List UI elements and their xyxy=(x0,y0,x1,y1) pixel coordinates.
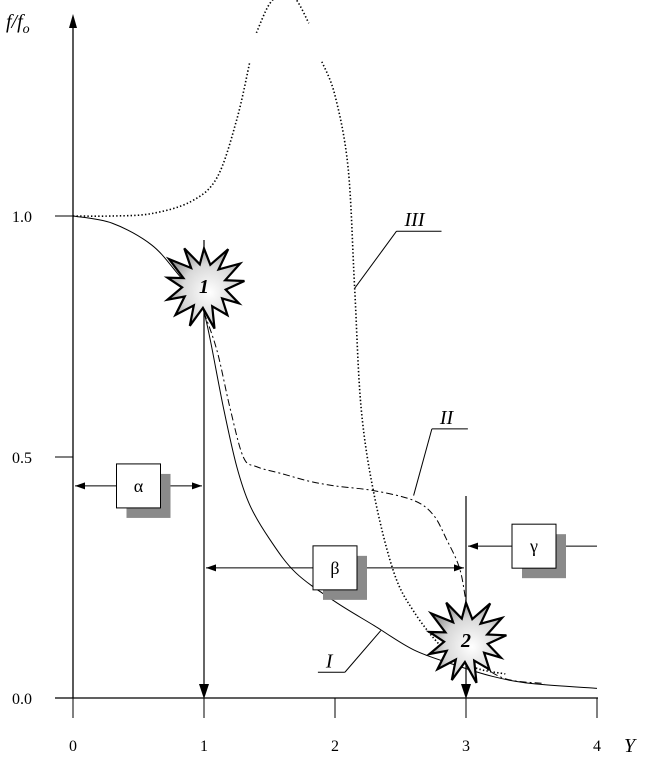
region-beta-arrow-left xyxy=(206,564,216,572)
y-axis-title: f/fo xyxy=(6,11,30,37)
region-gamma-box xyxy=(511,523,557,569)
curve-i-leader-line xyxy=(344,630,382,673)
x-tick-label-1: 1 xyxy=(200,738,208,755)
x-tick-label-0: 0 xyxy=(69,738,77,755)
curve-iii-label: III xyxy=(404,209,426,231)
curve-iii-leader-line xyxy=(354,230,397,289)
star-marker-label-2: 2 xyxy=(460,630,471,652)
curve-i-label: I xyxy=(325,650,334,672)
x-axis-title: Y xyxy=(624,735,637,757)
curve-ii-label: II xyxy=(439,407,455,429)
vertical-arrowhead-3 xyxy=(461,684,471,699)
curve-iii-segment-0 xyxy=(72,61,251,217)
y-axis-arrowhead xyxy=(69,14,77,28)
curve-ii-segment-0 xyxy=(203,312,545,685)
region-beta-arrow-right xyxy=(454,564,464,572)
curve-iii-segment-1 xyxy=(255,0,310,34)
x-tick-label-4: 4 xyxy=(593,738,601,755)
x-tick-label-2: 2 xyxy=(331,738,339,755)
star-marker-label-1: 1 xyxy=(199,276,209,298)
star-marker-1 xyxy=(163,244,245,330)
y-tick-label-1: 1.0 xyxy=(12,209,32,226)
region-gamma-label: γ xyxy=(529,536,538,556)
region-beta-box xyxy=(312,545,358,591)
curve-i-segment-0 xyxy=(72,215,598,689)
star-marker-2 xyxy=(425,599,507,684)
curve-ii-leader-line xyxy=(413,428,433,496)
region-alpha-arrow-right xyxy=(192,482,202,490)
x-tick-label-3: 3 xyxy=(462,738,470,755)
region-alpha-box xyxy=(116,463,161,509)
region-alpha-arrow-left xyxy=(75,482,85,490)
annotations-layer: α β γ 1 2 xyxy=(75,240,597,699)
region-alpha-label: α xyxy=(134,476,144,496)
axes xyxy=(55,14,598,699)
vertical-arrowhead-1 xyxy=(199,684,209,699)
region-gamma-arrow-left xyxy=(468,542,478,550)
y-tick-label-0: 0.0 xyxy=(12,691,32,708)
ticks-layer: 0 1 2 3 4 0.0 0.5 1.0 xyxy=(12,209,601,755)
y-axis-title-subscript: o xyxy=(23,22,30,37)
region-beta-label: β xyxy=(330,558,339,578)
y-tick-label-0.5: 0.5 xyxy=(12,450,32,467)
